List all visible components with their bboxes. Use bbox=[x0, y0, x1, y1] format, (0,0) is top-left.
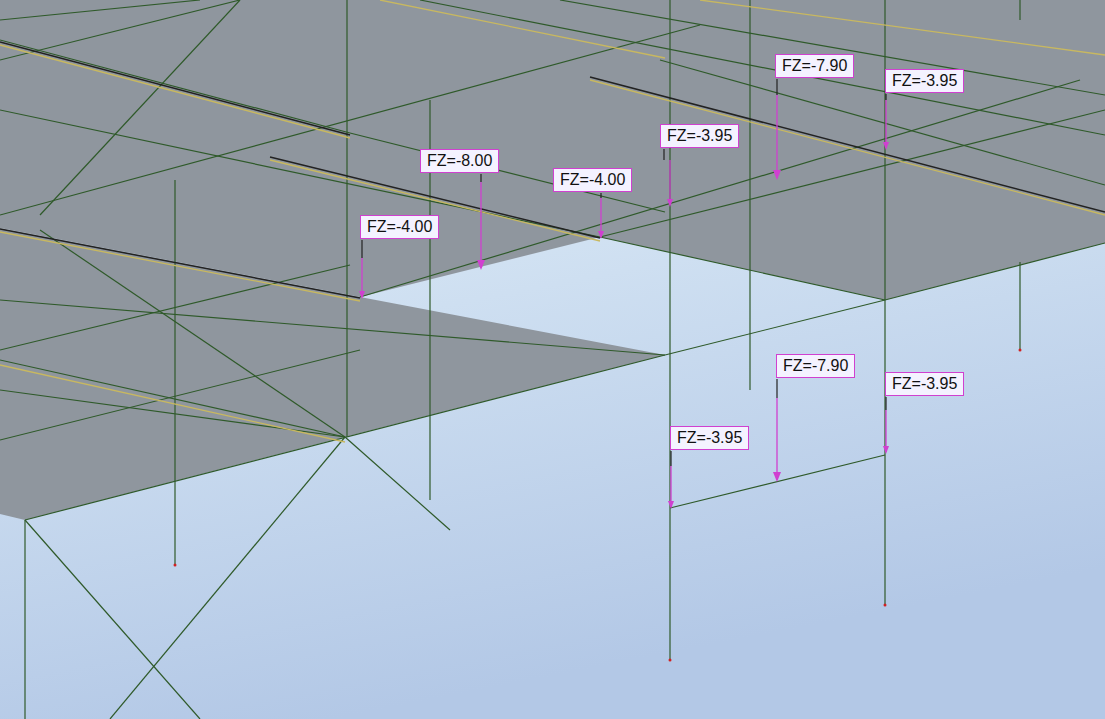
load-label: FZ=-8.00 bbox=[420, 149, 499, 173]
load-label: FZ=-3.95 bbox=[885, 69, 964, 93]
load-label: FZ=-3.95 bbox=[885, 372, 964, 396]
load-label: FZ=-3.95 bbox=[670, 426, 749, 450]
load-label: FZ=-4.00 bbox=[360, 215, 439, 239]
load-label: FZ=-7.90 bbox=[775, 54, 854, 78]
load-label: FZ=-7.90 bbox=[776, 354, 855, 378]
load-label: FZ=-3.95 bbox=[660, 124, 739, 148]
load-label: FZ=-4.00 bbox=[553, 168, 632, 192]
